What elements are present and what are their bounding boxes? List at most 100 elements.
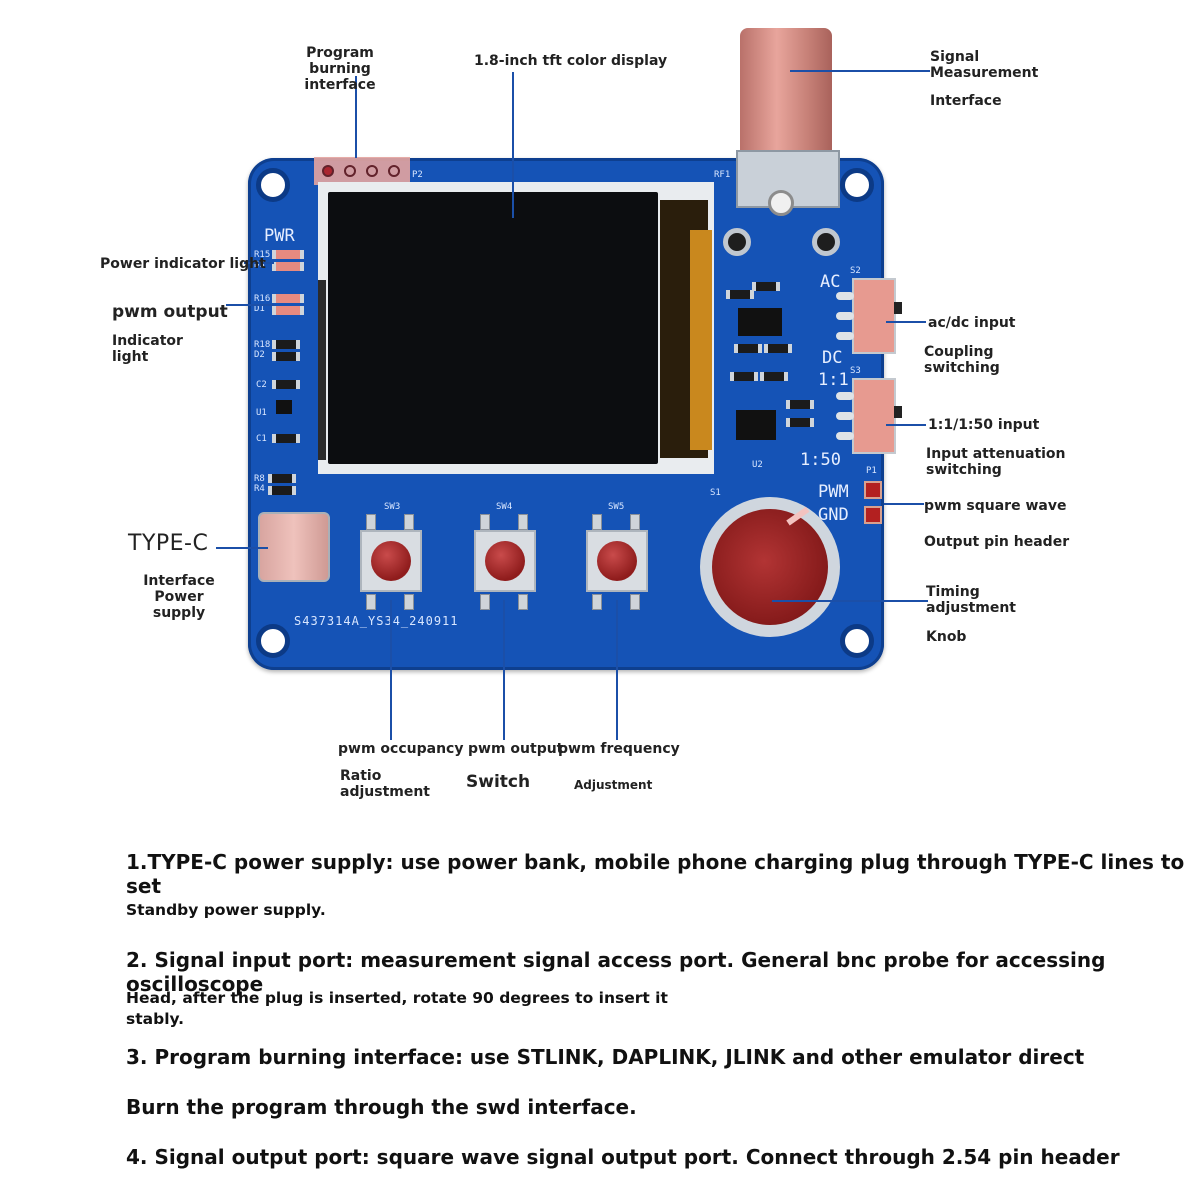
- silk-s1: S1: [710, 488, 721, 498]
- leader-sw3: [390, 600, 392, 740]
- label-signal-measurement: Signal Measurement: [930, 49, 1038, 81]
- note-2-sub-2: stably.: [126, 1010, 185, 1028]
- leader-pwm-header: [884, 503, 924, 505]
- leader-attenuation: [886, 424, 926, 426]
- tft-display-screen: [328, 192, 658, 464]
- label-line: Ratio: [340, 768, 382, 784]
- label-acdc-input: ac/dc input: [928, 315, 1016, 331]
- button-leg: [480, 514, 490, 530]
- label-switch: Switch: [466, 772, 531, 792]
- bnc-leg: [723, 228, 751, 256]
- silk-1-50: 1:50: [800, 450, 841, 470]
- note-2-sub: Head, after the plug is inserted, rotate…: [126, 989, 668, 1007]
- note-4-head: 4. Signal output port: square wave signa…: [126, 1145, 1120, 1169]
- silk-gnd: GND: [818, 505, 849, 525]
- button-leg: [404, 594, 414, 610]
- type-c-port[interactable]: [258, 512, 330, 582]
- note-1-head: 1.TYPE-C power supply: use power bank, m…: [126, 850, 1185, 898]
- switch-leg: [836, 332, 854, 340]
- leader-program: [355, 76, 357, 158]
- label-knob: Knob: [926, 629, 967, 645]
- button-cap[interactable]: [371, 541, 411, 581]
- label-line: Power supply: [152, 589, 206, 621]
- button-leg: [592, 514, 602, 530]
- timing-knob[interactable]: [712, 509, 828, 625]
- silk-text: D3: [254, 260, 265, 270]
- label-coupling-switching: Coupling switching: [924, 344, 1000, 376]
- power-led: [272, 250, 304, 259]
- button-leg: [480, 594, 490, 610]
- label-pwm-output-switch: pwm output: [468, 741, 564, 757]
- silk-r16-d1: R16 D1: [254, 294, 270, 314]
- label-adjustment: Adjustment: [574, 778, 653, 792]
- opamp-chip: [738, 308, 782, 336]
- pwm-duty-button[interactable]: [360, 530, 422, 592]
- bnc-center-pin: [768, 190, 794, 216]
- silk-c2: C2: [256, 380, 267, 390]
- silk-text: R16: [254, 294, 271, 304]
- pwm-output-switch-button[interactable]: [474, 530, 536, 592]
- button-leg: [592, 594, 602, 610]
- mounting-hole-bottom-left: [256, 624, 290, 658]
- label-line: Interface: [143, 573, 215, 589]
- silk-p2: P2: [412, 170, 423, 180]
- power-led-resistor: [272, 262, 304, 271]
- label-line: interface: [304, 77, 376, 93]
- label-line: switching: [926, 462, 1002, 478]
- button-leg: [404, 514, 414, 530]
- button-leg: [630, 594, 640, 610]
- label-pwm-square-wave: pwm square wave: [924, 498, 1067, 514]
- silk-pwm: PWM: [818, 482, 849, 502]
- silk-text: R15: [254, 250, 271, 260]
- attenuation-switch[interactable]: [836, 378, 902, 454]
- leader-signal: [790, 70, 930, 72]
- label-tft-display: 1.8-inch tft color display: [474, 53, 668, 69]
- silk-u2: U2: [752, 460, 763, 470]
- tft-flex-strip: [690, 230, 712, 450]
- smd-component: [272, 340, 300, 349]
- bnc-leg: [812, 228, 840, 256]
- switch-leg: [836, 292, 854, 300]
- pwm-frequency-button[interactable]: [586, 530, 648, 592]
- button-cap[interactable]: [485, 541, 525, 581]
- note-2-head: 2. Signal input port: measurement signal…: [126, 948, 1106, 996]
- silk-s3: S3: [850, 366, 861, 376]
- label-line: Coupling: [924, 344, 994, 360]
- label-attenuation-input: 1:1/1:50 input: [928, 417, 1040, 433]
- silk-sw4: SW4: [496, 502, 513, 512]
- label-line: Measurement: [930, 65, 1039, 81]
- silk-r8-r4: R8 R4: [254, 474, 265, 494]
- acdc-coupling-switch[interactable]: [836, 278, 902, 354]
- note-3-sub: Burn the program through the swd interfa…: [126, 1095, 637, 1119]
- smd-component: [272, 434, 300, 443]
- button-leg: [366, 594, 376, 610]
- header-pin: [366, 165, 378, 177]
- silk-r18-d2: R18 D2: [254, 340, 270, 360]
- silk-u1: U1: [256, 408, 267, 418]
- gnd-pin[interactable]: [864, 506, 882, 524]
- switch-lever[interactable]: [894, 406, 902, 418]
- silk-text: D1: [254, 304, 265, 314]
- leader-display: [512, 72, 514, 218]
- switch-lever[interactable]: [894, 302, 902, 314]
- pwm-led: [272, 294, 304, 303]
- button-cap[interactable]: [597, 541, 637, 581]
- leader-knob: [772, 600, 928, 602]
- silk-s2: S2: [850, 266, 861, 276]
- smd-component: [786, 400, 814, 409]
- label-output-pin-header: Output pin header: [924, 534, 1070, 550]
- header-pin: [322, 165, 334, 177]
- board-id: S437314A_YS34_240911: [294, 614, 459, 628]
- smd-component: [268, 486, 296, 495]
- pwm-output-pin[interactable]: [864, 481, 882, 499]
- leader-pwm-led: [226, 304, 274, 306]
- button-leg: [366, 514, 376, 530]
- header-pin: [344, 165, 356, 177]
- silk-p1: P1: [866, 466, 877, 476]
- label-timing-adjustment: Timing adjustment: [926, 584, 1016, 616]
- silk-c1: C1: [256, 434, 267, 444]
- label-ratio-adjustment: Ratio adjustment: [340, 768, 430, 800]
- silk-sw5: SW5: [608, 502, 625, 512]
- label-line: adjustment: [340, 784, 431, 800]
- smd-component: [268, 474, 296, 483]
